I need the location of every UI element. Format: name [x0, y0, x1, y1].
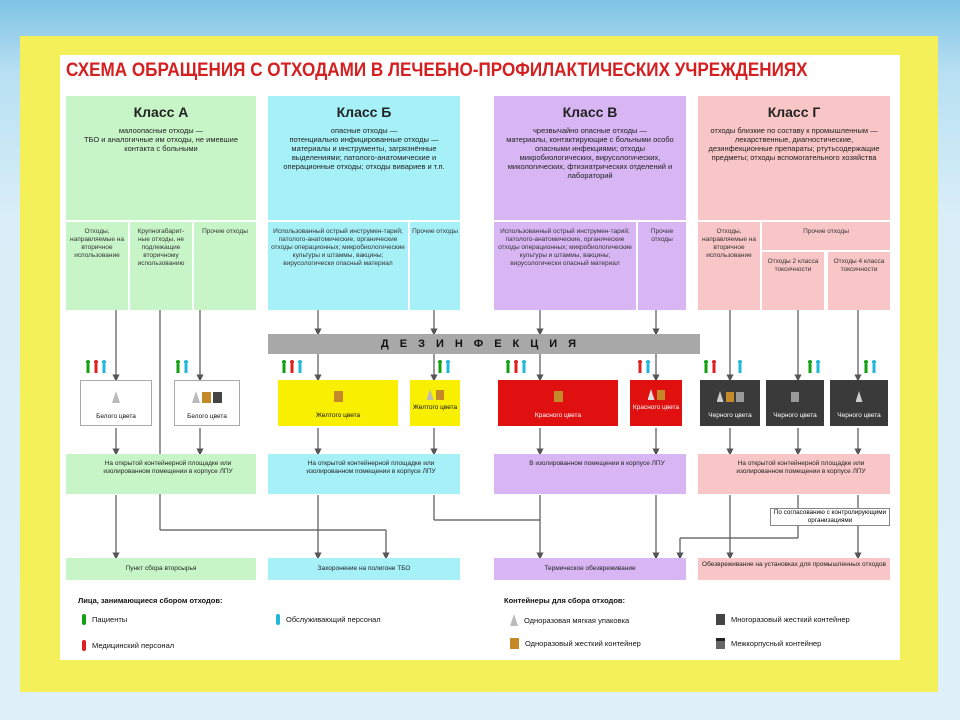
- legend-hard-label: Одноразовый жесткий контейнер: [525, 639, 641, 648]
- container-red-1-label: Красного цвета: [534, 412, 582, 419]
- container-yellow-2-label: Желтого цвета: [412, 404, 458, 411]
- reusable-container-icon: [716, 614, 725, 625]
- sub-b1: Использованный острый инструмен-тарий; п…: [268, 222, 408, 310]
- legend-patients: Пациенты: [82, 614, 127, 625]
- reusable-container-icon: [791, 392, 799, 402]
- storage-class-d: На открытой контейнерной площадке или из…: [698, 454, 890, 494]
- sub-b2: Прочие отходы: [410, 222, 460, 310]
- sub-d2: Прочие отходы: [762, 222, 890, 250]
- legend-service: Обслуживающий персонал: [276, 614, 381, 625]
- container-red-2-label: Красного цвета: [632, 404, 680, 411]
- class-a-title: Класс А: [133, 104, 189, 120]
- container-black-3: Черного цвета: [830, 380, 888, 426]
- container-white-2-label: Белого цвета: [187, 413, 227, 420]
- legend-soft-label: Одноразовая мягкая упаковка: [524, 615, 630, 625]
- reusable-container-icon: [213, 392, 222, 403]
- hard-container-icon: [435, 390, 444, 400]
- storage-class-a: На открытой контейнерной площадке или из…: [66, 454, 256, 494]
- medical-staff-icon: [82, 640, 86, 651]
- destination-class-b: Захоронение на полигоне ТБО: [268, 558, 460, 580]
- disinfection-bar: ДЕЗИНФЕКЦИЯ: [268, 334, 700, 354]
- diagram-title: СХЕМА ОБРАЩЕНИЯ С ОТХОДАМИ В ЛЕЧЕБНО-ПРО…: [66, 60, 808, 81]
- class-c-title: Класс В: [562, 104, 618, 120]
- container-black-2: Черного цвета: [766, 380, 824, 426]
- storage-class-c: В изолированном помещении в корпусе ЛПУ: [494, 454, 686, 494]
- sub-d1: Отходы, направляемые на вторичное исполь…: [698, 222, 760, 310]
- legend-medstaff: Медицинский персонал: [82, 640, 174, 651]
- reusable-container-icon: [735, 392, 744, 402]
- container-yellow-2: Желтого цвета: [410, 380, 460, 426]
- container-white-1: Белого цвета: [80, 380, 152, 426]
- soft-pack-icon: [192, 391, 200, 403]
- hard-container-icon: [333, 391, 343, 402]
- class-b-desc: опасные отходы — потенциально инфицирова…: [283, 126, 445, 171]
- soft-pack-icon: [855, 391, 863, 402]
- destination-class-c: Термическое обезвреживание: [494, 558, 686, 580]
- class-c-desc: чрезвычайно опасные отходы — материалы, …: [506, 126, 674, 180]
- legend-soft: Одноразовая мягкая упаковка: [510, 614, 629, 626]
- legend-patients-label: Пациенты: [92, 615, 128, 624]
- legend-reusable-label: Многоразовый жесткий контейнер: [731, 615, 850, 624]
- hard-container-icon: [725, 392, 734, 402]
- container-black-2-label: Черного цвета: [773, 412, 817, 419]
- container-red-1: Красного цвета: [498, 380, 618, 426]
- class-a-header: Класс А малоопасные отходы — ТБО и анало…: [66, 96, 256, 220]
- hard-container-icon: [553, 391, 563, 402]
- class-b-header: Класс Б опасные отходы — потенциально ин…: [268, 96, 460, 220]
- patient-icon: [82, 614, 86, 625]
- soft-pack-icon: [647, 389, 655, 400]
- container-yellow-1: Желтого цвета: [278, 380, 398, 426]
- hard-container-icon: [510, 638, 519, 649]
- sub-a3: Прочие отходы: [194, 222, 256, 310]
- container-white-1-label: Белого цвета: [96, 413, 136, 420]
- destination-class-d: Обезвреживание на установках для промышл…: [698, 558, 890, 580]
- class-c-header: Класс В чрезвычайно опасные отходы — мат…: [494, 96, 686, 220]
- sub-a1: Отходы, направляемые на вторичное исполь…: [66, 222, 128, 310]
- legend-service-label: Обслуживающий персонал: [286, 615, 381, 624]
- agreement-note: По согласованию с контролирующими органи…: [770, 508, 890, 526]
- class-a-desc: малоопасные отходы — ТБО и аналогичные и…: [83, 126, 239, 153]
- legend-people-title: Лица, занимающиеся сбором отходов:: [78, 596, 223, 605]
- container-black-1: Черного цвета: [700, 380, 760, 426]
- class-d-header: Класс Г отходы близкие по составу к пром…: [698, 96, 890, 220]
- intercorp-container-icon: [716, 638, 725, 649]
- destination-class-a: Пункт сбора вторсырья: [66, 558, 256, 580]
- collector-icons-row: [0, 358, 960, 378]
- storage-class-b: На открытой контейнерной площадке или из…: [268, 454, 460, 494]
- soft-pack-icon: [426, 389, 434, 400]
- legend-intercorp: Межкорпусный контейнер: [716, 638, 821, 649]
- container-white-2: Белого цвета: [174, 380, 240, 426]
- hard-container-icon: [202, 392, 211, 403]
- container-yellow-1-label: Желтого цвета: [315, 412, 361, 419]
- legend-containers-title: Контейнеры для сбора отходов:: [504, 596, 626, 605]
- legend-reusable: Многоразовый жесткий контейнер: [716, 614, 850, 625]
- sub-c1: Использованный острый инструмен-тарий; п…: [494, 222, 636, 310]
- soft-pack-icon: [112, 391, 120, 403]
- soft-pack-icon: [716, 391, 724, 402]
- class-d-title: Класс Г: [767, 104, 821, 120]
- class-b-title: Класс Б: [336, 104, 392, 120]
- service-staff-icon: [276, 614, 280, 625]
- soft-pack-icon: [510, 614, 518, 626]
- container-black-1-label: Черного цвета: [708, 412, 752, 419]
- sub-c2: Прочие отходы: [638, 222, 686, 310]
- legend-intercorp-label: Межкорпусный контейнер: [731, 639, 822, 648]
- sub-d4: Отходы 4 класса токсичности: [828, 252, 890, 310]
- legend-medstaff-label: Медицинский персонал: [92, 641, 175, 650]
- sub-a2: Крупногабарит-ные отходы, не подлежащие …: [130, 222, 192, 310]
- container-red-2: Красного цвета: [630, 380, 682, 426]
- container-black-3-label: Черного цвета: [837, 412, 881, 419]
- hard-container-icon: [656, 390, 665, 400]
- sub-d3: Отходы 2 класса токсичности: [762, 252, 824, 310]
- person-icons: [86, 360, 876, 373]
- legend-hard: Одноразовый жесткий контейнер: [510, 638, 641, 649]
- class-d-desc: отходы близкие по составу к промышленным…: [708, 126, 880, 162]
